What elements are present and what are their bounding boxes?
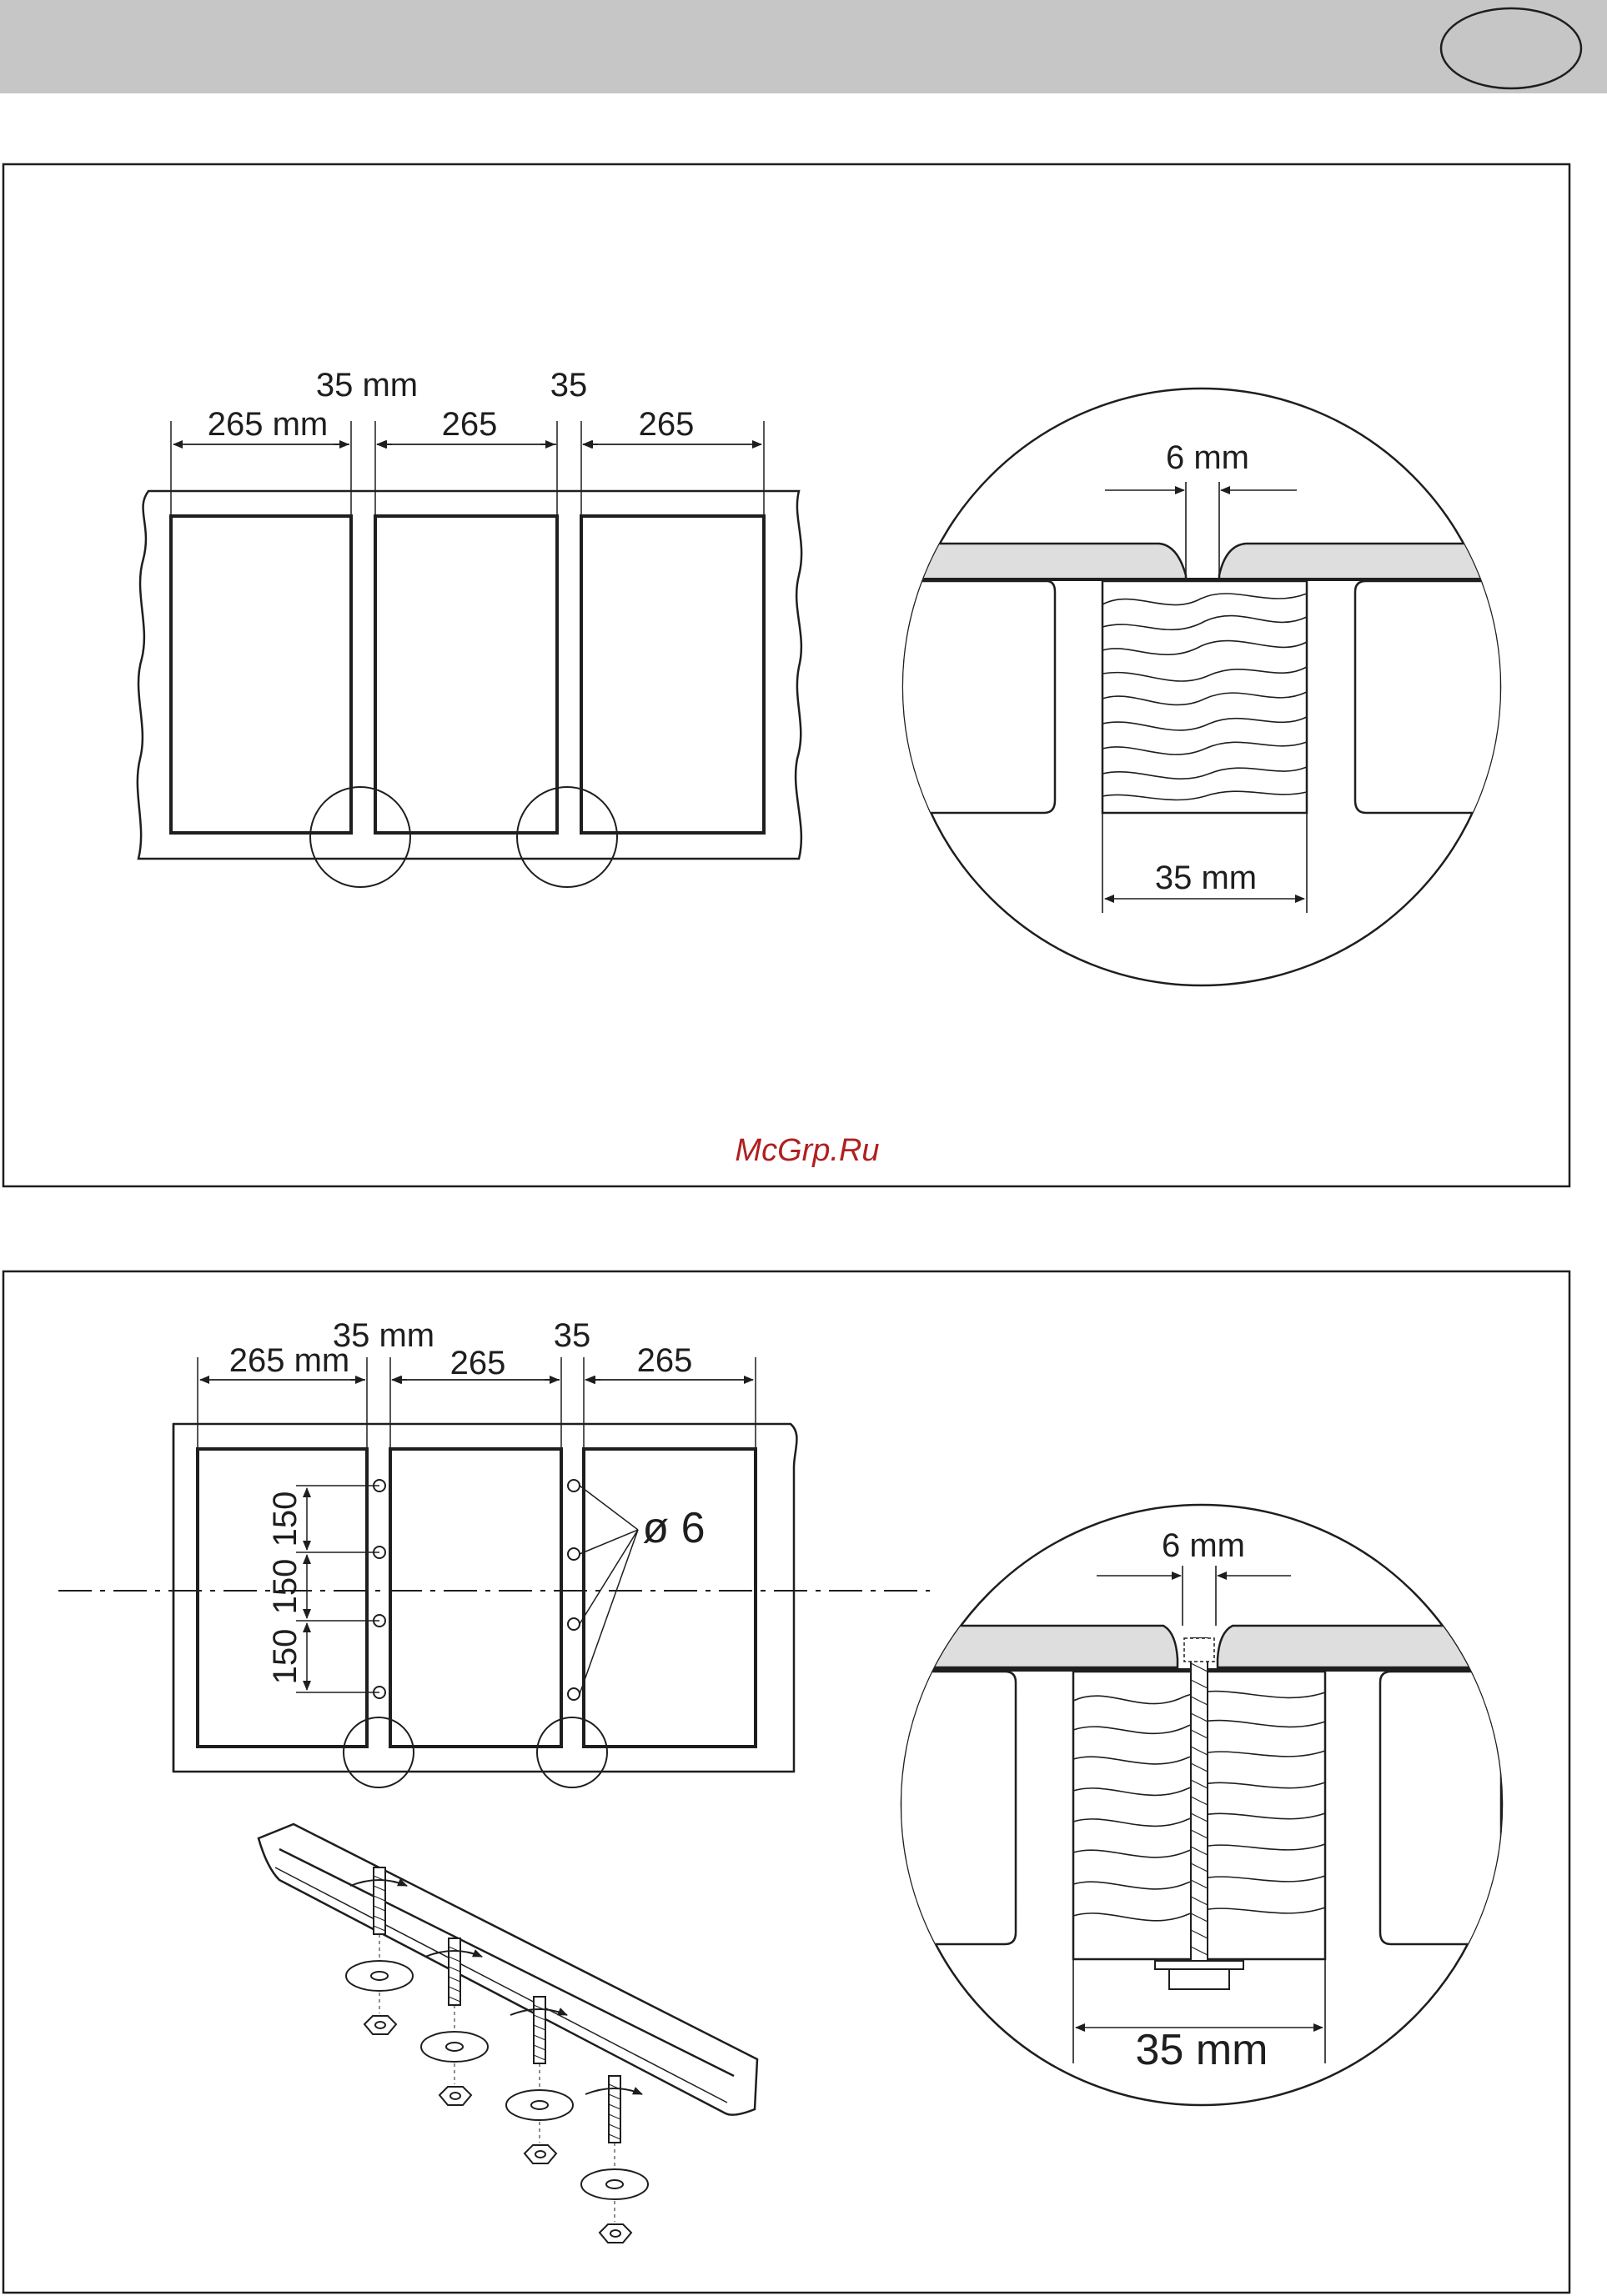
worktop-outline bbox=[138, 491, 801, 859]
watermark: McGrp.Ru bbox=[735, 1133, 879, 1168]
detail-2-strip-label: 35 mm bbox=[1136, 2026, 1268, 2074]
dim-label-gap-left-2: 35 mm bbox=[333, 1317, 434, 1354]
detail-marker-left-2 bbox=[344, 1717, 414, 1787]
joining-strip-icon bbox=[259, 1824, 757, 2115]
bolt-icon bbox=[609, 2076, 620, 2143]
bolt-icon bbox=[534, 1997, 545, 2063]
dim-label-middle: 265 bbox=[442, 406, 498, 443]
cutout-middle bbox=[375, 516, 557, 833]
dim-label-gap-right: 35 bbox=[550, 367, 588, 404]
washer-icon bbox=[1155, 1961, 1243, 1969]
nut-icon bbox=[600, 2224, 631, 2243]
bolt-icon bbox=[1191, 1638, 1208, 1968]
hole-spacing-label-2: 150 bbox=[267, 1559, 304, 1615]
detail-marker-left bbox=[310, 787, 410, 887]
bolt-icon bbox=[449, 1938, 460, 2005]
hole-spacing-label-3: 150 bbox=[267, 1629, 304, 1685]
detail-view-2: 6 mm 35 mm bbox=[901, 1505, 1502, 2105]
hole-diameter-label: ø 6 bbox=[642, 1504, 705, 1552]
washer-icon bbox=[506, 2090, 573, 2120]
cutout-left bbox=[171, 516, 351, 833]
washer-icon bbox=[421, 2032, 488, 2062]
detail-2-slot-label: 6 mm bbox=[1162, 1527, 1245, 1564]
dim-label-right-2: 265 bbox=[637, 1342, 693, 1379]
cutout-right bbox=[581, 516, 764, 833]
detail-marker-right-2 bbox=[537, 1717, 607, 1787]
drill-hole bbox=[568, 1618, 580, 1630]
nut-icon bbox=[439, 2087, 471, 2105]
cutout-middle-2 bbox=[390, 1449, 561, 1747]
detail-marker-right bbox=[517, 787, 617, 887]
dim-label-left: 265 mm bbox=[208, 406, 329, 443]
dim-label-left-2: 265 mm bbox=[229, 1342, 350, 1379]
hole-spacing-label-1: 150 bbox=[267, 1491, 304, 1547]
nut-icon bbox=[1169, 1969, 1229, 1989]
panel-1: 265 mm 35 mm 265 35 265 bbox=[3, 164, 1569, 1186]
nut-icon bbox=[525, 2145, 556, 2163]
panel-2: ø 6 150 150 150 bbox=[3, 1271, 1569, 2293]
drill-hole bbox=[568, 1480, 580, 1491]
washer-icon bbox=[581, 2169, 648, 2199]
dim-label-gap-right-2: 35 bbox=[554, 1317, 591, 1354]
bolt-icon bbox=[374, 1867, 385, 1934]
dim-label-gap-left: 35 mm bbox=[316, 367, 418, 404]
washer-icon bbox=[346, 1961, 413, 1991]
dim-label-right: 265 bbox=[639, 406, 695, 443]
detail-1-strip-label: 35 mm bbox=[1155, 860, 1257, 896]
detail-view-1: 6 mm 35 mm bbox=[901, 389, 1501, 985]
drill-hole bbox=[568, 1688, 580, 1700]
detail-1-slot-label: 6 mm bbox=[1166, 439, 1249, 476]
dim-label-middle-2: 265 bbox=[450, 1345, 506, 1381]
drill-hole bbox=[568, 1548, 580, 1560]
nut-icon bbox=[364, 2016, 396, 2034]
cutout-right-2 bbox=[584, 1449, 756, 1747]
header-bar bbox=[0, 0, 1607, 93]
